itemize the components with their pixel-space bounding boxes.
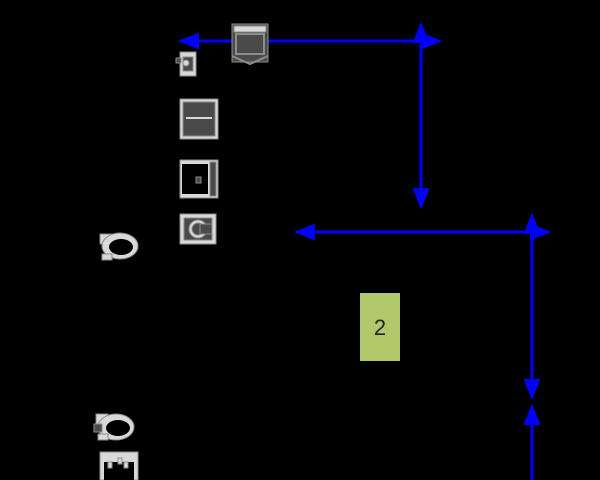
tub-icon	[99, 451, 139, 480]
toilet-upper-icon	[99, 232, 139, 261]
toilet-lower-icon	[93, 413, 135, 441]
small-sink-icon	[175, 51, 197, 77]
fixtures	[93, 23, 269, 480]
washer-icon	[179, 213, 217, 245]
dimension-lines	[177, 21, 552, 480]
room-label-box	[360, 293, 400, 361]
room-number: 2	[374, 315, 386, 340]
wall-unit-icon	[179, 159, 219, 199]
counter-sink-icon	[231, 23, 269, 66]
cabinet-icon	[179, 98, 219, 140]
room-label: 2	[360, 293, 400, 361]
